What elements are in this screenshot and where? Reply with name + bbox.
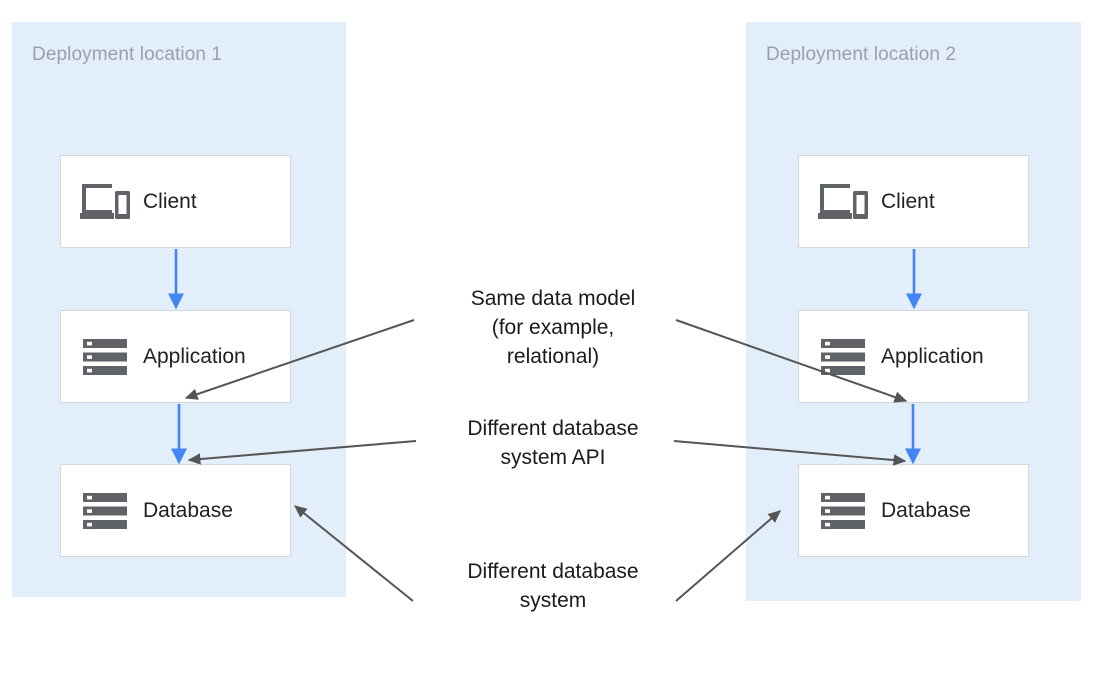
annotation-line: (for example, <box>491 316 615 339</box>
node-card-database-location-2[interactable]: Database <box>798 464 1029 557</box>
annotation-same-data-model: Same data model (for example, relational… <box>403 284 703 371</box>
node-card-database-location-1[interactable]: Database <box>60 464 291 557</box>
node-card-client-location-2[interactable]: Client <box>798 155 1029 248</box>
node-label: Application <box>143 344 246 368</box>
annotation-line: Same data model <box>470 287 636 310</box>
annotation-line: relational) <box>506 345 600 368</box>
annotation-different-database-system-api: Different database system API <box>403 414 703 472</box>
node-card-application-location-2[interactable]: Application <box>798 310 1029 403</box>
annotation-line: system API <box>500 446 606 469</box>
annotation-different-database-system: Different database system <box>403 557 703 615</box>
server-stack-icon <box>77 329 133 385</box>
node-label: Application <box>881 344 984 368</box>
annotation-line: system <box>519 589 587 612</box>
devices-icon <box>77 174 133 230</box>
annotation-line: Different database <box>467 417 639 440</box>
deployment-location-2-label: Deployment location 2 <box>766 44 957 65</box>
node-card-client-location-1[interactable]: Client <box>60 155 291 248</box>
annotation-line: Different database <box>467 560 639 583</box>
node-label: Client <box>881 189 935 213</box>
server-stack-icon <box>815 483 871 539</box>
server-stack-icon <box>815 329 871 385</box>
node-card-application-location-1[interactable]: Application <box>60 310 291 403</box>
devices-icon <box>815 174 871 230</box>
server-stack-icon <box>77 483 133 539</box>
node-label: Database <box>143 498 233 522</box>
deployment-location-1-label: Deployment location 1 <box>32 44 223 65</box>
node-label: Database <box>881 498 971 522</box>
node-label: Client <box>143 189 197 213</box>
